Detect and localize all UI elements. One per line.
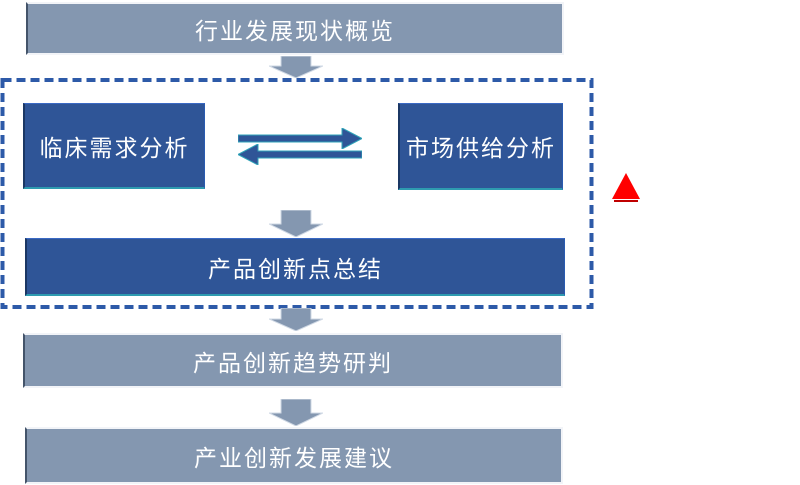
- clinical-demand-label: 临床需求分析: [39, 135, 190, 161]
- market-supply-label: 市场供给分析: [406, 136, 556, 161]
- innovation-summary-label: 产品创新点总结: [208, 256, 383, 282]
- left-arrow-icon: [238, 144, 362, 165]
- industry-suggestion-label: 产业创新发展建议: [194, 445, 394, 471]
- down-arrow-icon: [269, 56, 323, 78]
- clinical-demand-box: 临床需求分析: [23, 103, 205, 189]
- dashed-analysis-group-border: [0, 78, 594, 309]
- innovation-trend-box: 产品创新趋势研判: [23, 333, 563, 388]
- innovation-summary-box: 产品创新点总结: [25, 238, 565, 296]
- right-arrow-icon: [238, 128, 362, 149]
- overview-label: 行业发展现状概览: [195, 18, 395, 44]
- industry-suggestion-box: 产业创新发展建议: [25, 427, 563, 484]
- red-triangle-icon: [612, 173, 640, 199]
- down-arrow-icon: [269, 210, 323, 237]
- down-arrow-icon: [269, 399, 323, 426]
- overview-box: 行业发展现状概览: [26, 2, 564, 55]
- down-arrow-icon: [269, 308, 323, 331]
- red-triangle-base-line: [614, 200, 638, 202]
- market-supply-box: 市场供给分析: [398, 103, 563, 190]
- innovation-trend-label: 产品创新趋势研判: [193, 350, 393, 376]
